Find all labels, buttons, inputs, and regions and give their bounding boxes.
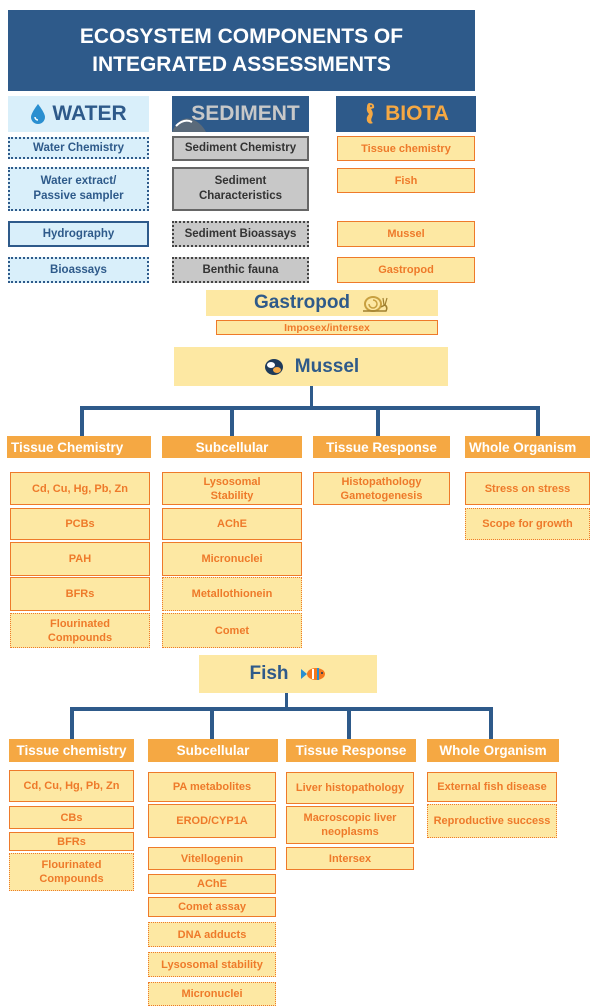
mussel-tissue-chem-item: Flourinated Compounds	[10, 613, 150, 648]
fish-tissue-chem-item: Flourinated Compounds	[9, 853, 134, 891]
fish-subcellular-item: Comet assay	[148, 897, 276, 917]
mussel-header-tissue-chemistry: Tissue Chemistry	[7, 436, 151, 458]
sediment-header: SEDIMENT	[172, 96, 309, 132]
fish-banner: Fish	[199, 655, 377, 693]
fish-subcellular-item: PA metabolites	[148, 772, 276, 802]
gastropod-title: Gastropod	[253, 292, 351, 313]
mussel-connector-vertical	[310, 386, 313, 408]
biota-header: BIOTA	[336, 96, 476, 132]
fish-tissue-response-item: Liver histopathology	[286, 772, 414, 804]
mussel-tissue-chem-item: Cd, Cu, Hg, Pb, Zn	[10, 472, 150, 505]
biota-item: Fish	[337, 168, 475, 193]
gastropod-banner: Gastropod	[206, 290, 438, 316]
title-line-2: INTEGRATED ASSESSMENTS	[92, 52, 391, 76]
fish-subcellular-item: DNA adducts	[148, 922, 276, 947]
fish-tissue-chem-item: BFRs	[9, 832, 134, 851]
fish-connector-drop	[347, 707, 351, 739]
mussel-connector-drop	[376, 406, 380, 436]
biota-item: Gastropod	[337, 257, 475, 283]
fish-tissue-response-item: Macroscopic liver neoplasms	[286, 806, 414, 844]
mussel-tissue-chem-item: PAH	[10, 542, 150, 576]
water-item: Water extract/ Passive sampler	[8, 167, 149, 211]
fish-tissue-chem-item: Cd, Cu, Hg, Pb, Zn	[9, 770, 134, 802]
mussel-whole-organism-item: Stress on stress	[465, 472, 590, 505]
sediment-item: Sediment Characteristics	[172, 167, 309, 211]
fish-connector-horizontal	[70, 707, 493, 711]
fish-connector-drop	[210, 707, 214, 739]
fish-header-tissue-response: Tissue Response	[286, 739, 416, 762]
sediment-header-label: SEDIMENT	[191, 102, 300, 125]
fish-whole-organism-item: External fish disease	[427, 772, 557, 802]
mussel-banner: Mussel	[174, 347, 448, 386]
fish-tissue-chem-item: CBs	[9, 806, 134, 829]
mussel-subcellular-item: Comet	[162, 613, 302, 648]
fish-connector-vertical	[285, 693, 288, 710]
snail-icon	[360, 293, 390, 313]
mussel-title: Mussel	[294, 355, 360, 377]
biota-header-label: BIOTA	[385, 102, 449, 125]
mussel-tissue-response-item: Histopathology Gametogenesis	[313, 472, 450, 505]
biota-item: Mussel	[337, 221, 475, 247]
fish-connector-drop	[70, 707, 74, 739]
fish-header-whole-organism: Whole Organism	[427, 739, 559, 762]
diagram-title: ECOSYSTEM COMPONENTS OF INTEGRATED ASSES…	[8, 10, 475, 91]
fish-subcellular-item: EROD/CYP1A	[148, 804, 276, 838]
fish-subcellular-item: Micronuclei	[148, 982, 276, 1006]
title-line-1: ECOSYSTEM COMPONENTS OF	[79, 24, 404, 48]
sediment-item: Benthic fauna	[172, 257, 309, 283]
mussel-header-whole-organism: Whole Organism	[465, 436, 590, 458]
water-item: Bioassays	[8, 257, 149, 283]
biota-item: Tissue chemistry	[337, 136, 475, 161]
mussel-whole-organism-item: Scope for growth	[465, 508, 590, 540]
mussel-connector-drop	[536, 406, 540, 436]
fish-subcellular-item: AChE	[148, 874, 276, 894]
water-item: Hydrography	[8, 221, 149, 247]
mussel-connector-drop	[80, 406, 84, 436]
sediment-item: Sediment Chemistry	[172, 136, 309, 161]
mussel-tissue-chem-item: PCBs	[10, 508, 150, 540]
fish-whole-organism-item: Reproductive success	[427, 804, 557, 838]
fish-header-tissue-chemistry: Tissue chemistry	[9, 739, 134, 762]
mussel-tissue-chem-item: BFRs	[10, 577, 150, 611]
mussel-header-tissue-response: Tissue Response	[313, 436, 450, 458]
fish-connector-drop	[489, 707, 493, 739]
gastropod-item: Imposex/intersex	[216, 320, 438, 335]
mussel-subcellular-item: Micronuclei	[162, 542, 302, 576]
mussel-subcellular-item: Lysosomal Stability	[162, 472, 302, 505]
fish-tissue-response-item: Intersex	[286, 847, 414, 870]
seahorse-icon	[363, 102, 377, 126]
sediment-icon	[172, 112, 206, 132]
fish-subcellular-item: Lysosomal stability	[148, 952, 276, 977]
mussel-header-subcellular: Subcellular	[162, 436, 302, 458]
fish-icon	[300, 666, 327, 682]
water-item: Water Chemistry	[8, 137, 149, 159]
mussel-connector-drop	[230, 406, 234, 436]
water-header: WATER	[8, 96, 149, 132]
mussel-icon	[263, 356, 285, 378]
fish-header-subcellular: Subcellular	[148, 739, 278, 762]
mussel-subcellular-item: Metallothionein	[162, 577, 302, 611]
water-drop-icon	[30, 103, 46, 125]
fish-subcellular-item: Vitellogenin	[148, 847, 276, 870]
sediment-item: Sediment Bioassays	[172, 221, 309, 247]
mussel-connector-horizontal	[80, 406, 540, 410]
mussel-subcellular-item: AChE	[162, 508, 302, 540]
fish-title: Fish	[249, 663, 289, 684]
water-header-label: WATER	[52, 102, 127, 125]
